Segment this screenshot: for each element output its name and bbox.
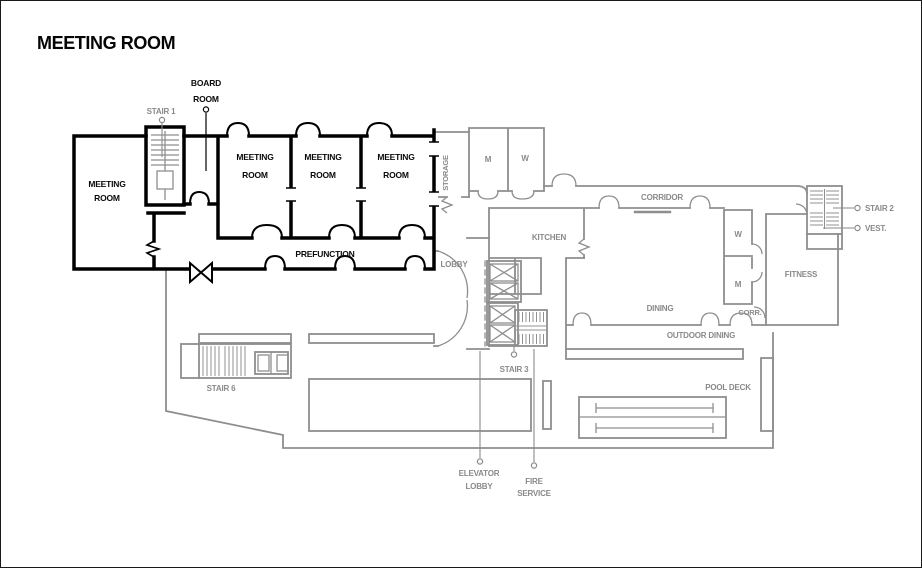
meeting-room-2-label-line2: ROOM [310, 170, 336, 180]
mens-top-label: M [485, 155, 492, 164]
kitchen-label: KITCHEN [532, 233, 567, 242]
fitness-label: FITNESS [785, 270, 818, 279]
storage-label: STORAGE [441, 155, 450, 191]
elevator-bank-upper [486, 260, 522, 303]
elevator-lobby-marker [476, 458, 484, 465]
kitchen-door-icon [577, 238, 591, 256]
elevator-bank-lower [486, 302, 519, 346]
restrooms-top-door-icons [477, 190, 535, 200]
stair-6-label: STAIR 6 [207, 384, 236, 393]
board-room-label-line2: ROOM [193, 94, 219, 104]
pool-deck-label: POOL DECK [705, 383, 751, 392]
pool [578, 396, 727, 439]
elevator-lobby-label-line2: LOBBY [465, 482, 493, 491]
stair-2-marker [854, 204, 861, 212]
storage-door-icon [440, 196, 454, 214]
mens-right-label: M [735, 280, 742, 289]
corr-label: CORR. [738, 308, 761, 317]
building-shell [433, 127, 843, 350]
elevator-lobby-label-line1: ELEVATOR [459, 469, 500, 478]
wall-opening-icons [286, 141, 439, 207]
lobby-label: LOBBY [440, 260, 468, 269]
leaders [158, 106, 861, 469]
fire-service-shaft [542, 380, 552, 430]
double-door-bowtie-icon [189, 260, 213, 285]
elevator-icon [489, 263, 519, 300]
board-room-marker [202, 106, 210, 113]
meeting-room-1-label-line1: MEETING [236, 152, 274, 162]
planter-center [308, 333, 435, 344]
restrooms-right-door-icons [751, 243, 766, 319]
corridor-walls [543, 185, 809, 195]
stair-6-door-panel [257, 354, 270, 372]
restrooms-right-walls [723, 209, 753, 305]
stair-2-icon [810, 189, 839, 229]
corridor-door-icon [551, 173, 577, 187]
lower-structure [308, 378, 532, 432]
dining-walls [565, 207, 767, 350]
vest-marker [854, 224, 861, 232]
vest-label: VEST. [865, 224, 886, 233]
planter-left [198, 333, 292, 344]
stair-2-label: STAIR 2 [865, 204, 894, 213]
stair-1-enclosure [144, 125, 186, 207]
stair-3-icon [516, 312, 546, 344]
stair-1-icon [151, 131, 179, 200]
stair-3-marker [510, 351, 518, 358]
site-lower [165, 270, 774, 449]
lobby-walls [466, 237, 490, 350]
kitchen-walls [488, 207, 585, 347]
outdoor-dining-planter [565, 348, 744, 360]
prefunction-label: PREFUNCTION [295, 249, 354, 259]
stair-3-enclosure [514, 309, 548, 347]
pool-lane-lines [579, 403, 726, 433]
womens-top-label: W [521, 154, 529, 163]
stair-3-label: STAIR 3 [500, 365, 529, 374]
outdoor-dining-label: OUTDOOR DINING [667, 331, 735, 340]
gray-labels: STAIR 1 STORAGE M W CORRIDOR KITCHEN LOB… [147, 107, 895, 498]
black-labels: MEETING ROOM MEETING ROOM MEETING ROOM M… [88, 78, 415, 259]
vestibule-walls [806, 233, 843, 250]
dining-door-icons [572, 195, 753, 326]
corridor-label: CORRIDOR [641, 193, 683, 202]
elevator-core [484, 260, 548, 347]
meeting-wing-walls [72, 128, 436, 271]
single-door-icon [145, 240, 162, 258]
meeting-room-2-label-line1: MEETING [304, 152, 342, 162]
restrooms-top-walls [468, 127, 545, 198]
page-title: MEETING ROOM [37, 33, 175, 53]
meeting-room-3-label-line2: ROOM [383, 170, 409, 180]
fire-service-label-line2: SERVICE [517, 489, 551, 498]
dining-label: DINING [647, 304, 674, 313]
door-swing-icons [189, 122, 426, 270]
meeting-room-1-label-line2: ROOM [242, 170, 268, 180]
meeting-room-large-label-line2: ROOM [94, 193, 120, 203]
elevator-icon [489, 305, 516, 343]
board-room-label-line1: BOARD [191, 78, 221, 88]
stair-2-enclosure [806, 185, 843, 235]
meeting-room-3-label-line1: MEETING [377, 152, 415, 162]
stair-1-marker [158, 116, 166, 124]
stair-6-enclosure [180, 343, 292, 379]
stair-6-door-panel [276, 354, 289, 372]
lobby-entry-door-icons [437, 250, 469, 347]
fire-service-label-line1: FIRE [525, 477, 543, 486]
stair-1-label: STAIR 1 [147, 107, 176, 116]
meeting-wing [72, 122, 439, 285]
womens-right-label: W [734, 230, 742, 239]
meeting-room-large-label-line1: MEETING [88, 179, 126, 189]
stair-6 [180, 343, 292, 379]
stair-6-icon [202, 346, 246, 376]
pool-deck-right-wall [760, 357, 774, 432]
fire-service-marker [530, 462, 538, 469]
fitness-walls [765, 213, 839, 326]
